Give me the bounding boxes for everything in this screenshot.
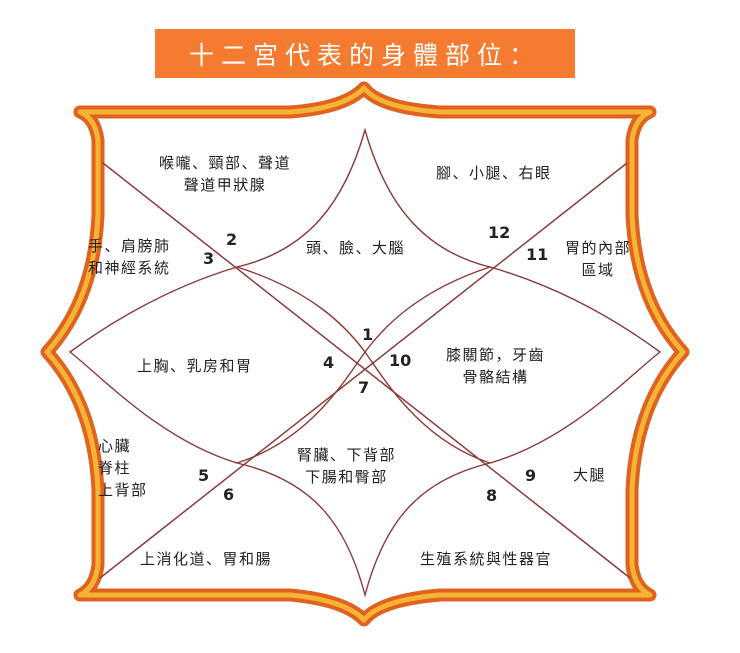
diagonal-line bbox=[99, 162, 628, 579]
house-label-8: 生殖系統與性器官 bbox=[420, 550, 553, 568]
house-label-9: 大腿 bbox=[573, 466, 607, 484]
house-label-12: 腳、小腿、右眼 bbox=[436, 164, 552, 182]
house-number-4: 4 bbox=[323, 353, 335, 372]
house-label-4: 上胸、乳房和胃 bbox=[137, 357, 253, 375]
house-label-5: 心臟 脊柱 上背部 bbox=[98, 437, 148, 499]
house-label-10: 膝關節，牙齒 骨骼結構 bbox=[446, 346, 546, 386]
diagonal-line bbox=[102, 162, 631, 579]
house-number-10: 10 bbox=[389, 351, 412, 370]
side-curve-right bbox=[489, 266, 662, 464]
house-number-11: 11 bbox=[526, 245, 549, 264]
house-label-6: 上消化道、胃和腸 bbox=[140, 550, 273, 568]
house-number-5: 5 bbox=[198, 466, 210, 485]
house-number-3: 3 bbox=[203, 249, 215, 268]
house-label-11: 胃的內部 區域 bbox=[565, 239, 632, 279]
house-number-1: 1 bbox=[362, 325, 374, 344]
house-label-7: 腎臟、下背部 下腸和臀部 bbox=[297, 446, 397, 486]
title-text: 十二宮代表的身體部位： bbox=[188, 40, 541, 70]
house-number-2: 2 bbox=[226, 230, 238, 249]
title-banner: 十二宮代表的身體部位： bbox=[155, 29, 575, 78]
house-label-1: 頭、臉、大腦 bbox=[306, 239, 406, 257]
inner-frame bbox=[44, 85, 686, 623]
house-label-2: 喉嚨、頸部、聲道 聲道甲狀腺 bbox=[159, 154, 292, 194]
house-label-3: 手、肩膀肺 和神經系統 bbox=[88, 237, 171, 277]
house-number-12: 12 bbox=[488, 223, 511, 242]
house-number-6: 6 bbox=[223, 485, 235, 504]
house-number-7: 7 bbox=[358, 378, 370, 397]
outer-frame bbox=[40, 81, 690, 627]
inner-diamond-curve bbox=[234, 127, 493, 598]
house-number-9: 9 bbox=[525, 466, 537, 485]
side-curve-left bbox=[68, 266, 238, 464]
house-number-8: 8 bbox=[486, 486, 498, 505]
